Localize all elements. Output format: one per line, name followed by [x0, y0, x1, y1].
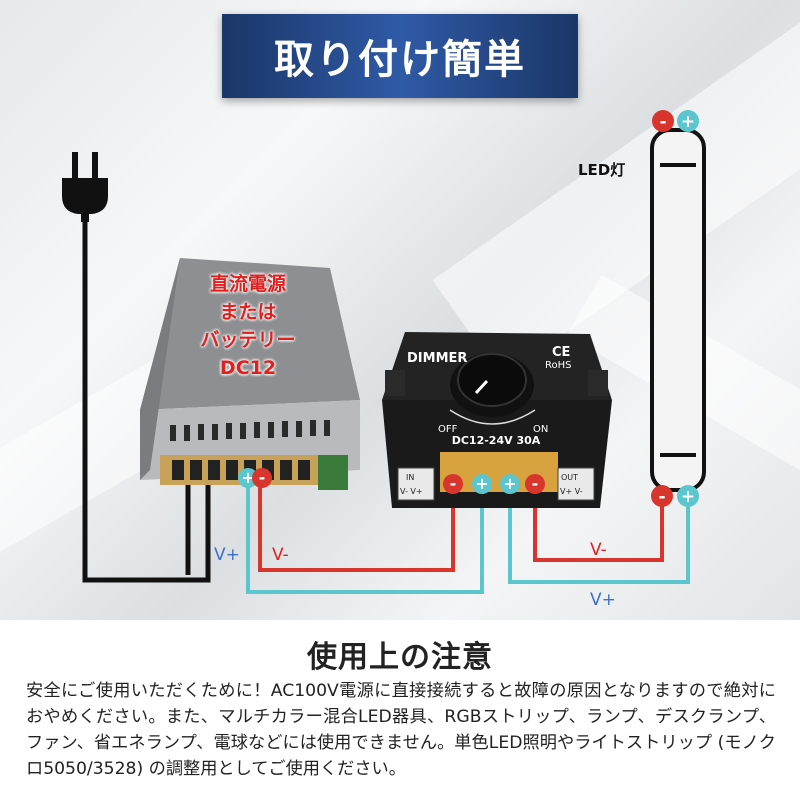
notice-section: 使用上の注意 安全にご使用いただくために！AC100V電源に直接接続すると故障の… [0, 620, 800, 800]
title-banner: 取り付け簡単 [222, 14, 578, 98]
led-label: LED灯 [578, 161, 625, 179]
wire-label-right-minus: V- [590, 540, 607, 560]
wire-positive-in [246, 478, 484, 594]
led-bottom-plus-text: + [681, 487, 695, 507]
notice-body: 安全にご使用いただくために！AC100V電源に直接接続すると故障の原因となります… [26, 681, 776, 779]
led-tube [650, 128, 706, 492]
dimmer-off-label: OFF [438, 424, 458, 435]
dimmer-out-label: OUT [561, 473, 578, 482]
dimmer-out-plus [500, 474, 520, 494]
psu-plus-text: + [241, 468, 254, 487]
dimmer-in-minus [443, 474, 463, 494]
led-top-plus-text: + [681, 112, 695, 132]
dimmer-unit: DIMMER CE RoHS OFF ON DC12-24V 30A IN V-… [382, 332, 612, 508]
power-source-line-2: または [219, 301, 277, 323]
dimmer-in-label: IN [406, 473, 414, 482]
power-supply-unit [140, 258, 360, 490]
power-source-line-4: DC12 [219, 357, 277, 379]
ac-cable [82, 222, 211, 583]
dimmer-in-minus-text: - [450, 474, 457, 493]
dimmer-in-plus-text: + [475, 474, 488, 493]
dimmer-out-minus-text: - [532, 474, 539, 493]
psu-terminal-plus [238, 468, 258, 488]
dimmer-out-terminals: V+ V- [560, 487, 583, 496]
power-source-line-1: 直流電源 [209, 273, 286, 295]
wire-label-right-plus: V+ [590, 590, 616, 610]
led-top-minus [652, 110, 674, 132]
dimmer-in-terminals: V- V+ [400, 487, 423, 496]
led-top-plus [677, 110, 699, 132]
wire-label-left-minus: V- [272, 545, 289, 565]
power-source-label: 直流電源 または バッテリー DC12 [178, 270, 318, 382]
psu-minus-text: - [259, 468, 266, 487]
power-plug-icon [62, 152, 108, 222]
dimmer-rating: DC12-24V 30A [452, 434, 541, 447]
dimmer-brand: DIMMER [407, 351, 467, 366]
dimmer-in-plus [472, 474, 492, 494]
wiring-svg: + - DIMMER CE RoHS OFF ON DC12-24V 30A I… [62, 110, 706, 610]
wire-negative-in [258, 478, 455, 572]
dimmer-rohs: RoHS [545, 360, 571, 371]
page-title: 取り付け簡単 [274, 37, 526, 83]
psu-terminal-minus [252, 468, 272, 488]
dimmer-on-label: ON [533, 424, 548, 435]
notice-heading: 使用上の注意 [307, 640, 493, 675]
led-top-minus-text: - [659, 112, 666, 132]
power-source-line-3: バッテリー [200, 329, 296, 351]
dimmer-ce-mark: CE [552, 345, 570, 360]
led-bottom-plus [677, 485, 699, 507]
led-bottom-minus [651, 485, 673, 507]
wire-negative-out [533, 488, 664, 562]
led-bottom-minus-text: - [658, 487, 665, 507]
dimmer-out-minus [525, 474, 545, 494]
wiring-diagram: 取り付け簡単 [0, 0, 800, 620]
wire-label-left-plus: V+ [214, 545, 240, 565]
wire-positive-out [508, 488, 690, 584]
dimmer-out-plus-text: + [503, 474, 516, 493]
